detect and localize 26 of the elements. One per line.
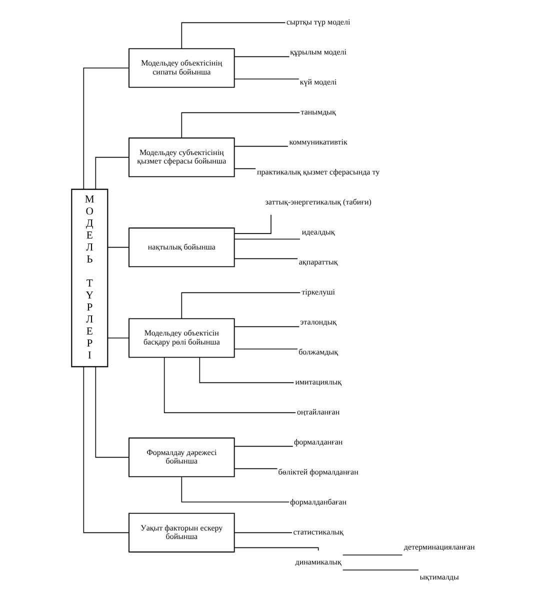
connector [234, 446, 294, 447]
node-box: МОДЕЛЬ ТҮРЛЕРІ [71, 188, 108, 368]
connector [234, 258, 298, 260]
connector [234, 532, 292, 534]
connector [234, 168, 256, 170]
connector [234, 468, 278, 470]
connector [234, 326, 300, 328]
connector [234, 214, 272, 234]
connector [234, 78, 300, 80]
connector [342, 554, 403, 556]
connector [107, 246, 130, 248]
connector [164, 357, 296, 414]
connector [234, 56, 290, 58]
connector [95, 366, 130, 458]
connector [234, 146, 288, 147]
connector [95, 156, 130, 190]
connector [234, 348, 298, 350]
connector [83, 366, 130, 534]
connector [199, 357, 294, 384]
connector [181, 476, 290, 502]
connector [234, 238, 300, 240]
connector [181, 22, 286, 49]
connector [181, 112, 300, 138]
connector [234, 547, 319, 551]
connector [83, 68, 130, 190]
connector [181, 292, 301, 319]
